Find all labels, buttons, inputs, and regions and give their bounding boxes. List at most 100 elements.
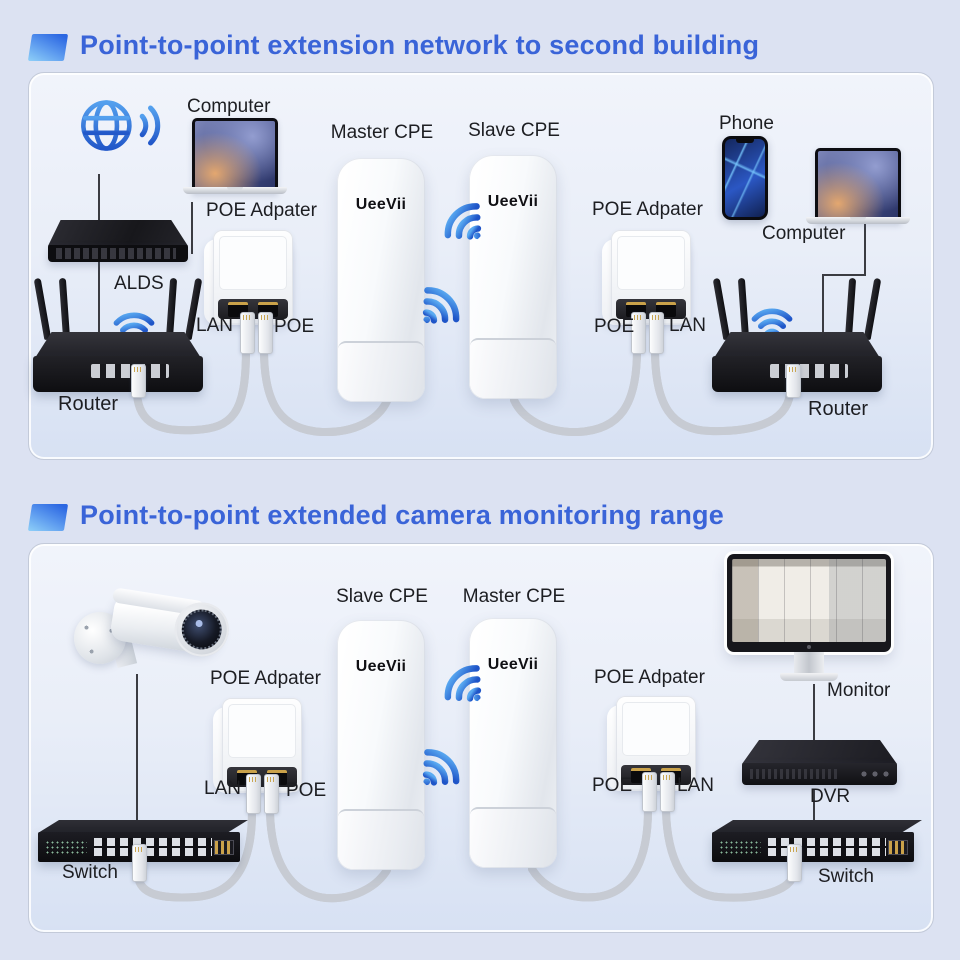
title-marker-icon xyxy=(27,504,69,531)
laptop-screen xyxy=(815,148,901,224)
wifi-icon xyxy=(401,730,478,807)
laptop-base xyxy=(183,187,287,194)
lan-label: LAN xyxy=(669,315,706,336)
internet-globe-icon xyxy=(76,94,168,162)
adapter-panel xyxy=(228,704,296,758)
poe-adapter-device xyxy=(204,230,293,325)
poe-adapter-label: POE Adpater xyxy=(210,668,321,689)
monitor-screen xyxy=(732,559,886,642)
master-cpe-label: Master CPE xyxy=(462,586,566,607)
phone-device xyxy=(722,136,768,220)
cpe-device-slave: UeeVii xyxy=(337,620,425,870)
poe-label: POE xyxy=(286,780,327,801)
security-camera-device xyxy=(68,587,243,690)
alds-modem-device xyxy=(48,220,188,264)
cpe-device-master: UeeVii xyxy=(469,618,557,868)
poe-adapter-label: POE Adpater xyxy=(206,200,317,221)
modem-top xyxy=(48,220,188,246)
monitor-label: Monitor xyxy=(827,680,891,701)
ethernet-plug xyxy=(786,364,801,398)
monitor-device xyxy=(727,554,891,686)
adapter-panel xyxy=(617,236,685,290)
dvr-front xyxy=(742,763,897,785)
cpe-cap xyxy=(338,341,424,401)
monitor-stand xyxy=(794,652,824,674)
laptop-base xyxy=(806,217,910,224)
dvr-vents xyxy=(750,769,840,779)
phone-label: Phone xyxy=(719,113,774,134)
slave-cpe-label: Slave CPE xyxy=(336,586,428,607)
antenna xyxy=(844,277,857,341)
antenna xyxy=(165,277,178,341)
laptop-device xyxy=(183,118,287,200)
brand-logo: UeeVii xyxy=(487,193,539,210)
section2-title: Point-to-point extended camera monitorin… xyxy=(80,500,724,530)
router-label: Router xyxy=(58,393,119,415)
phone-notch xyxy=(735,139,755,143)
poe-adapter-device xyxy=(602,230,691,325)
adapter-panel xyxy=(219,236,287,290)
ethernet-plug xyxy=(264,774,279,814)
computer-label: Computer xyxy=(762,223,846,244)
cpe-cap xyxy=(338,809,424,869)
adapter-front xyxy=(222,698,302,792)
dvr-label: DVR xyxy=(810,786,851,807)
switch-sfp-ports xyxy=(214,840,234,855)
poe-adapter-label: POE Adpater xyxy=(592,199,703,220)
dvr-buttons xyxy=(859,768,891,780)
poe-adapter-device xyxy=(213,698,302,793)
router-top xyxy=(35,332,201,358)
ethernet-plug xyxy=(649,312,664,354)
modem-front xyxy=(48,245,188,262)
adapter-front xyxy=(611,230,691,324)
master-cpe-label: Master CPE xyxy=(330,122,434,143)
ethernet-plug xyxy=(131,364,146,398)
switch-ports xyxy=(768,838,886,856)
switch-label: Switch xyxy=(62,862,118,883)
laptop-screen xyxy=(192,118,278,194)
antenna xyxy=(33,277,52,341)
brand-logo: UeeVii xyxy=(355,196,407,213)
wifi-icon xyxy=(425,184,502,261)
ethernet-plug xyxy=(132,844,147,882)
switch-device xyxy=(712,818,922,876)
ethernet-plug xyxy=(240,312,255,354)
lan-label: LAN xyxy=(204,778,241,799)
slave-cpe-label: Slave CPE xyxy=(468,120,560,141)
router-label: Router xyxy=(808,398,869,420)
monitor-base xyxy=(780,673,838,681)
monitor-frame xyxy=(727,554,891,652)
phone-screen xyxy=(725,139,765,217)
switch-sfp-ports xyxy=(888,840,908,855)
cpe-device-slave: UeeVii xyxy=(469,155,557,399)
laptop-display xyxy=(195,121,275,191)
signal-waves-icon xyxy=(139,105,161,146)
computer-label: Computer xyxy=(187,96,271,117)
router-ports xyxy=(90,364,169,378)
switch-label: Switch xyxy=(818,866,874,887)
cpe-cap xyxy=(470,807,556,867)
poe-label: POE xyxy=(592,775,633,796)
camera-lens xyxy=(178,606,225,653)
wifi-icon xyxy=(425,646,502,723)
dvr-device xyxy=(742,740,897,788)
ethernet-plug xyxy=(642,772,657,812)
adapter-front xyxy=(213,230,293,324)
antenna xyxy=(863,277,882,341)
router-ports xyxy=(769,364,848,378)
modem-ports xyxy=(56,248,176,259)
wifi-icon xyxy=(401,268,478,345)
antenna xyxy=(58,277,71,341)
section1-title: Point-to-point extension network to seco… xyxy=(80,30,760,60)
ethernet-plug xyxy=(787,844,802,882)
cpe-device-master: UeeVii xyxy=(337,158,425,402)
lan-label: LAN xyxy=(677,775,714,796)
switch-ports xyxy=(94,838,212,856)
router-device xyxy=(33,277,203,400)
title-marker-icon xyxy=(27,34,69,61)
switch-leds xyxy=(45,840,87,855)
alds-label: ALDS xyxy=(114,273,164,294)
brand-logo: UeeVii xyxy=(487,656,539,673)
poe-label: POE xyxy=(594,316,635,337)
